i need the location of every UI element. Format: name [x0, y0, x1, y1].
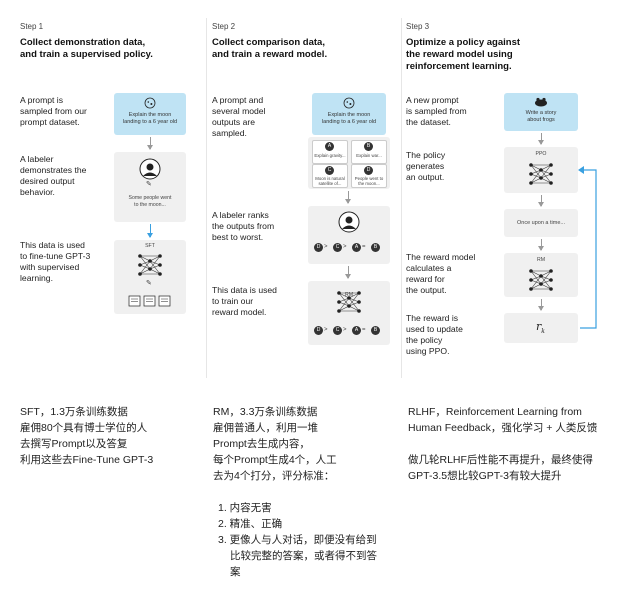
- flow-arrow: [147, 224, 153, 238]
- flow-arrow: [538, 195, 544, 207]
- panel-step1: Step 1 Collect demonstration data,and tr…: [20, 0, 200, 382]
- policy-card: PPO: [504, 147, 578, 193]
- list-item: 1. 内容无害: [218, 502, 272, 514]
- outputs-card: A Explain gravity... B Explain war... C …: [308, 137, 390, 189]
- model-card: RM D > C > A = B: [308, 281, 390, 345]
- person-icon: [139, 158, 161, 180]
- model-card: SFT ✎: [114, 240, 186, 314]
- model-label: RM: [344, 292, 354, 298]
- output-option: B Explain war...: [351, 140, 387, 164]
- output-card: Once upon a time...: [504, 209, 578, 237]
- network-icon: [137, 253, 163, 277]
- network-icon: [528, 162, 554, 186]
- flow-arrow: [538, 239, 544, 251]
- pencil-icon: ✎: [146, 181, 152, 188]
- step-label: Step 2: [212, 22, 236, 31]
- moon-icon: [343, 97, 355, 109]
- divider: [401, 18, 402, 378]
- reward-card: rk: [504, 313, 578, 343]
- output-option: D People went to the moon...: [351, 164, 387, 188]
- flow-arrow: [538, 299, 544, 311]
- network-icon: [528, 268, 554, 292]
- panel-step2: Step 2 Collect comparison data,and train…: [212, 0, 397, 382]
- ranking-row: D > C > A = B: [314, 326, 386, 336]
- step-title: Collect demonstration data,and train a s…: [20, 37, 153, 60]
- reward-model-card: RM: [504, 253, 578, 297]
- frog-icon: [535, 97, 547, 107]
- model-label: RM: [536, 257, 546, 263]
- flow-arrow: [538, 133, 544, 145]
- model-label: SFT: [145, 243, 155, 249]
- step-label: Step 3: [406, 22, 430, 31]
- model-label: PPO: [535, 151, 547, 157]
- flow-arrow: [147, 137, 153, 150]
- step-title: Collect comparison data,and train a rewa…: [212, 37, 328, 60]
- document-icon: [128, 295, 171, 307]
- flow-arrow: [345, 266, 351, 279]
- feedback-loop-arrow: [578, 166, 597, 329]
- pencil-icon: ✎: [146, 280, 152, 287]
- output-option: A Explain gravity...: [312, 140, 348, 164]
- network-icon: [336, 290, 362, 314]
- moon-icon: [144, 97, 156, 109]
- list-item: 2. 精准、正确: [218, 518, 283, 530]
- flow-arrow: [345, 191, 351, 204]
- ranking-row: D > C > A = B: [314, 243, 386, 253]
- output-option: C Moon is natural satellite of...: [312, 164, 348, 188]
- rm-criteria-list: 1. 内容无害 2. 精准、正确 3. 更像人与人对话，即便没有给到比较完整的答…: [218, 500, 382, 580]
- divider: [206, 18, 207, 378]
- reward-symbol: rk: [536, 320, 545, 336]
- list-item: 3. 更像人与人对话，即便没有给到比较完整的答案，或者得不到答案: [218, 534, 377, 578]
- labeler-card: D > C > A = B: [308, 206, 390, 264]
- step-label: Step 1: [20, 22, 44, 31]
- person-icon: [338, 211, 360, 233]
- note-sft: SFT，1.3万条训练数据雇佣80个具有博士学位的人去撰写Prompt以及答复利…: [20, 406, 154, 466]
